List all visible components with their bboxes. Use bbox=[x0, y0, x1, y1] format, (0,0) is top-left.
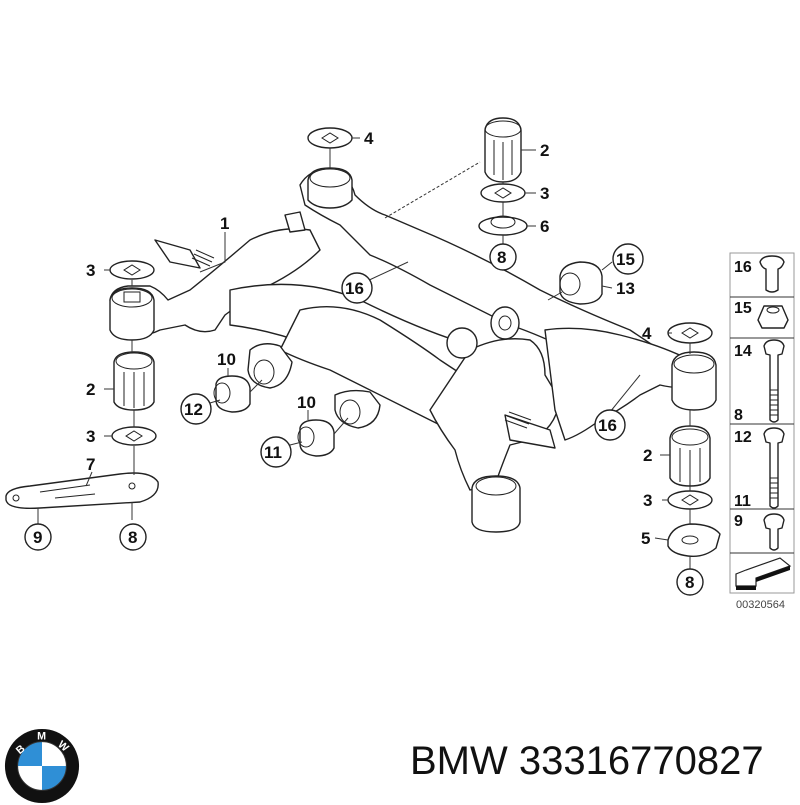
logo-letter-m: M bbox=[37, 731, 46, 743]
legend-item-9: 9 bbox=[734, 513, 785, 551]
svg-text:8: 8 bbox=[685, 573, 694, 592]
document-number: 00320564 bbox=[736, 599, 785, 611]
callout-5: 5 bbox=[641, 529, 650, 548]
callout-8-top: 8 bbox=[489, 243, 517, 271]
collar-nut-icon bbox=[757, 305, 789, 329]
svg-text:15: 15 bbox=[616, 250, 635, 269]
callout-3-left-top: 3 bbox=[86, 261, 95, 280]
bmw-logo: B M W bbox=[4, 728, 80, 804]
svg-text:15: 15 bbox=[734, 300, 752, 317]
callout-16-right: 16 bbox=[594, 409, 626, 441]
callout-11: 11 bbox=[260, 436, 292, 468]
long-bolt-icon bbox=[763, 339, 785, 423]
direction-arrow-icon bbox=[735, 557, 792, 590]
callout-labels: 1 4 2 3 6 8 3 16 15 13 2 10 12 10 11 3 7 bbox=[24, 129, 704, 596]
callout-15: 15 bbox=[612, 243, 644, 275]
leader-lines bbox=[37, 137, 691, 570]
svg-text:14: 14 bbox=[734, 343, 752, 360]
callout-13: 13 bbox=[616, 279, 635, 298]
callout-10-b: 10 bbox=[297, 393, 316, 412]
callout-3-left-bottom: 3 bbox=[86, 427, 95, 446]
callout-2-left: 2 bbox=[86, 380, 95, 399]
svg-text:8: 8 bbox=[734, 407, 743, 424]
short-bolt-icon bbox=[763, 513, 785, 551]
svg-text:9: 9 bbox=[734, 513, 743, 530]
callout-6: 6 bbox=[540, 217, 549, 236]
disc-6 bbox=[478, 216, 528, 236]
rear-axle-subframe bbox=[109, 167, 717, 533]
callout-2-right: 2 bbox=[643, 446, 652, 465]
fastener-legend: 16 15 14 8 12 11 9 00320564 bbox=[729, 252, 795, 611]
washer-3-top bbox=[480, 183, 526, 203]
exploded-parts-diagram: 1 4 2 3 6 8 3 16 15 13 2 10 12 10 11 3 7 bbox=[5, 117, 795, 611]
svg-text:11: 11 bbox=[264, 443, 282, 462]
bushing-10-a bbox=[215, 375, 251, 413]
svg-text:16: 16 bbox=[598, 416, 617, 435]
rivet-icon bbox=[759, 255, 785, 293]
callout-12: 12 bbox=[180, 393, 212, 425]
svg-text:8: 8 bbox=[128, 528, 137, 547]
plate-5 bbox=[667, 523, 721, 558]
logo-quadrant-blue-top bbox=[17, 741, 42, 766]
legend-item-12: 12 11 bbox=[734, 427, 785, 510]
bushing-13 bbox=[559, 261, 603, 305]
callout-3-right: 3 bbox=[643, 491, 652, 510]
svg-text:9: 9 bbox=[33, 528, 42, 547]
logo-quadrant-blue-bottom bbox=[42, 766, 67, 791]
callout-16-center: 16 bbox=[341, 272, 373, 304]
bushing-10-b bbox=[299, 419, 335, 457]
callout-2-top: 2 bbox=[540, 141, 549, 160]
svg-text:16: 16 bbox=[345, 279, 364, 298]
callout-9: 9 bbox=[24, 523, 52, 551]
callout-8-left: 8 bbox=[119, 523, 147, 551]
callout-1: 1 bbox=[220, 214, 229, 233]
washer-3-left-bottom bbox=[111, 426, 157, 446]
loose-parts bbox=[5, 117, 721, 558]
washer-3-right bbox=[667, 490, 713, 510]
washer-3-left-top bbox=[109, 260, 155, 280]
svg-text:16: 16 bbox=[734, 259, 752, 276]
callout-3-top: 3 bbox=[540, 184, 549, 203]
medium-bolt-icon bbox=[763, 427, 785, 509]
washer-4-right bbox=[667, 322, 713, 344]
svg-text:11: 11 bbox=[734, 493, 751, 510]
callout-8-right: 8 bbox=[676, 568, 704, 596]
legend-item-15: 15 bbox=[734, 300, 789, 329]
svg-text:12: 12 bbox=[184, 400, 203, 419]
legend-item-16: 16 bbox=[734, 255, 785, 293]
legend-item-14: 14 8 bbox=[734, 339, 785, 424]
callout-7: 7 bbox=[86, 455, 95, 474]
svg-text:12: 12 bbox=[734, 429, 752, 446]
callout-10-a: 10 bbox=[217, 350, 236, 369]
plate-7 bbox=[5, 472, 159, 510]
washer-4-top bbox=[307, 127, 353, 149]
callout-4-right: 4 bbox=[642, 324, 652, 343]
part-title: BMW 33316770827 bbox=[410, 739, 764, 783]
svg-text:8: 8 bbox=[497, 248, 506, 267]
callout-4-top: 4 bbox=[364, 129, 374, 148]
